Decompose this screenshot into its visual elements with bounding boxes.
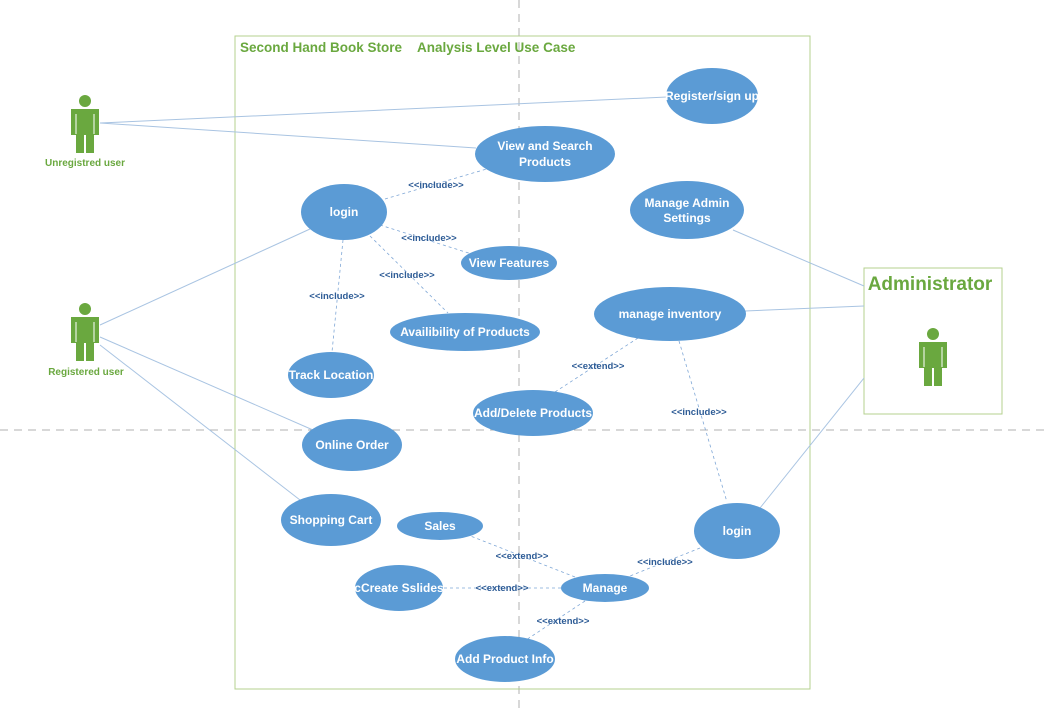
assoc-unreg-view	[99, 122, 477, 149]
assoc-unreg-register	[99, 96, 668, 124]
dep-login-avail	[369, 235, 449, 314]
usecase-manage-admin-settings[interactable]: Manage Admin Settings	[630, 181, 744, 239]
relation-label: <<include>>	[637, 557, 693, 568]
relation-labels: <<include>> <<include>> <<include>> <<in…	[309, 180, 727, 627]
actor-label: Unregistred user	[45, 158, 125, 169]
usecase-login-admin[interactable]: login	[694, 503, 780, 559]
relation-label: <<extend>>	[572, 361, 625, 372]
usecase-shopping-cart[interactable]: Shopping Cart	[281, 494, 381, 546]
associations	[99, 96, 865, 509]
diagram-title: Second Hand Book Store	[240, 40, 403, 55]
usecase-label: manage inventory	[619, 307, 722, 321]
usecase-register[interactable]: Register/sign up	[665, 68, 759, 124]
usecase-label-line2: Products	[519, 155, 571, 169]
usecase-label: login	[330, 205, 359, 219]
usecase-label: Track Location	[289, 368, 374, 382]
dep-login-manage	[629, 547, 701, 577]
dep-inv-login	[678, 340, 728, 503]
actor-icon	[919, 328, 947, 386]
usecase-view-search[interactable]: View and Search Products	[475, 126, 615, 182]
relation-label: <<include>>	[309, 291, 365, 302]
assoc-reg-login	[99, 228, 311, 326]
relation-label: <<include>>	[671, 407, 727, 418]
usecase-label: View and Search	[497, 139, 592, 153]
usecase-label: Sales	[424, 519, 456, 533]
usecase-label: Add Product Info	[456, 652, 553, 666]
usecase-label: Online Order	[315, 438, 389, 452]
actor-administrator[interactable]: Administrator	[868, 274, 993, 386]
usecase-label-line2: Settings	[663, 211, 711, 225]
actor-registered-user[interactable]: Registered user	[48, 303, 124, 378]
usecase-label: Manage	[583, 581, 628, 595]
usecase-online-order[interactable]: Online Order	[302, 419, 402, 471]
dep-login-view	[384, 167, 491, 200]
dep-inv-add	[554, 337, 639, 393]
usecase-manage-inventory[interactable]: manage inventory	[594, 287, 746, 341]
administrator-box	[863, 267, 1003, 415]
usecase-add-delete-products[interactable]: Add/Delete Products	[473, 390, 593, 436]
relation-label: <<extend>>	[476, 583, 529, 594]
actor-unregistered-user[interactable]: Unregistred user	[45, 95, 125, 169]
dependencies	[331, 167, 728, 641]
actor-icon	[71, 95, 99, 153]
assoc-reg-order	[99, 336, 314, 431]
usecase-manage[interactable]: Manage	[561, 574, 649, 602]
usecase-login-user[interactable]: login	[301, 184, 387, 240]
actor-icon	[71, 303, 99, 361]
usecase-sales[interactable]: Sales	[397, 512, 483, 540]
usecase-label: Add/Delete Products	[474, 406, 592, 420]
relation-label: <<extend>>	[537, 616, 590, 627]
usecase-label: View Features	[469, 256, 550, 270]
dep-login-track	[331, 239, 344, 353]
assoc-admin-settings	[732, 229, 865, 287]
usecase-track-location[interactable]: Track Location	[288, 352, 374, 398]
usecase-availability[interactable]: Availibility of Products	[390, 313, 540, 351]
usecase-label: Shopping Cart	[290, 513, 373, 527]
usecase-label: Availibility of Products	[400, 325, 530, 339]
actor-label: Administrator	[868, 274, 993, 295]
usecase-add-product-info[interactable]: Add Product Info	[455, 636, 555, 682]
system-boundary	[234, 35, 811, 690]
relation-label: <<include>>	[408, 180, 464, 191]
relation-label: <<extend>>	[496, 551, 549, 562]
assoc-admin-inventory	[744, 305, 865, 312]
dep-manage-sales	[467, 534, 576, 578]
relation-label: <<include>>	[379, 270, 435, 281]
assoc-reg-cart	[99, 344, 301, 501]
relation-label: <<include>>	[401, 233, 457, 244]
usecase-label: cCreate Sslides	[354, 581, 444, 595]
usecases: Register/sign up View and Search Product…	[281, 68, 780, 682]
usecase-label: login	[723, 524, 752, 538]
usecase-label: Manage Admin	[645, 196, 730, 210]
usecase-label: Register/sign up	[665, 89, 759, 103]
dep-login-features	[379, 224, 479, 257]
actor-label: Registered user	[48, 367, 124, 378]
usecase-view-features[interactable]: View Features	[461, 246, 557, 280]
usecase-create-slides[interactable]: cCreate Sslides	[354, 565, 444, 611]
diagram-subtitle: Analysis Level Use Case	[417, 40, 576, 55]
assoc-admin-login	[759, 377, 865, 509]
